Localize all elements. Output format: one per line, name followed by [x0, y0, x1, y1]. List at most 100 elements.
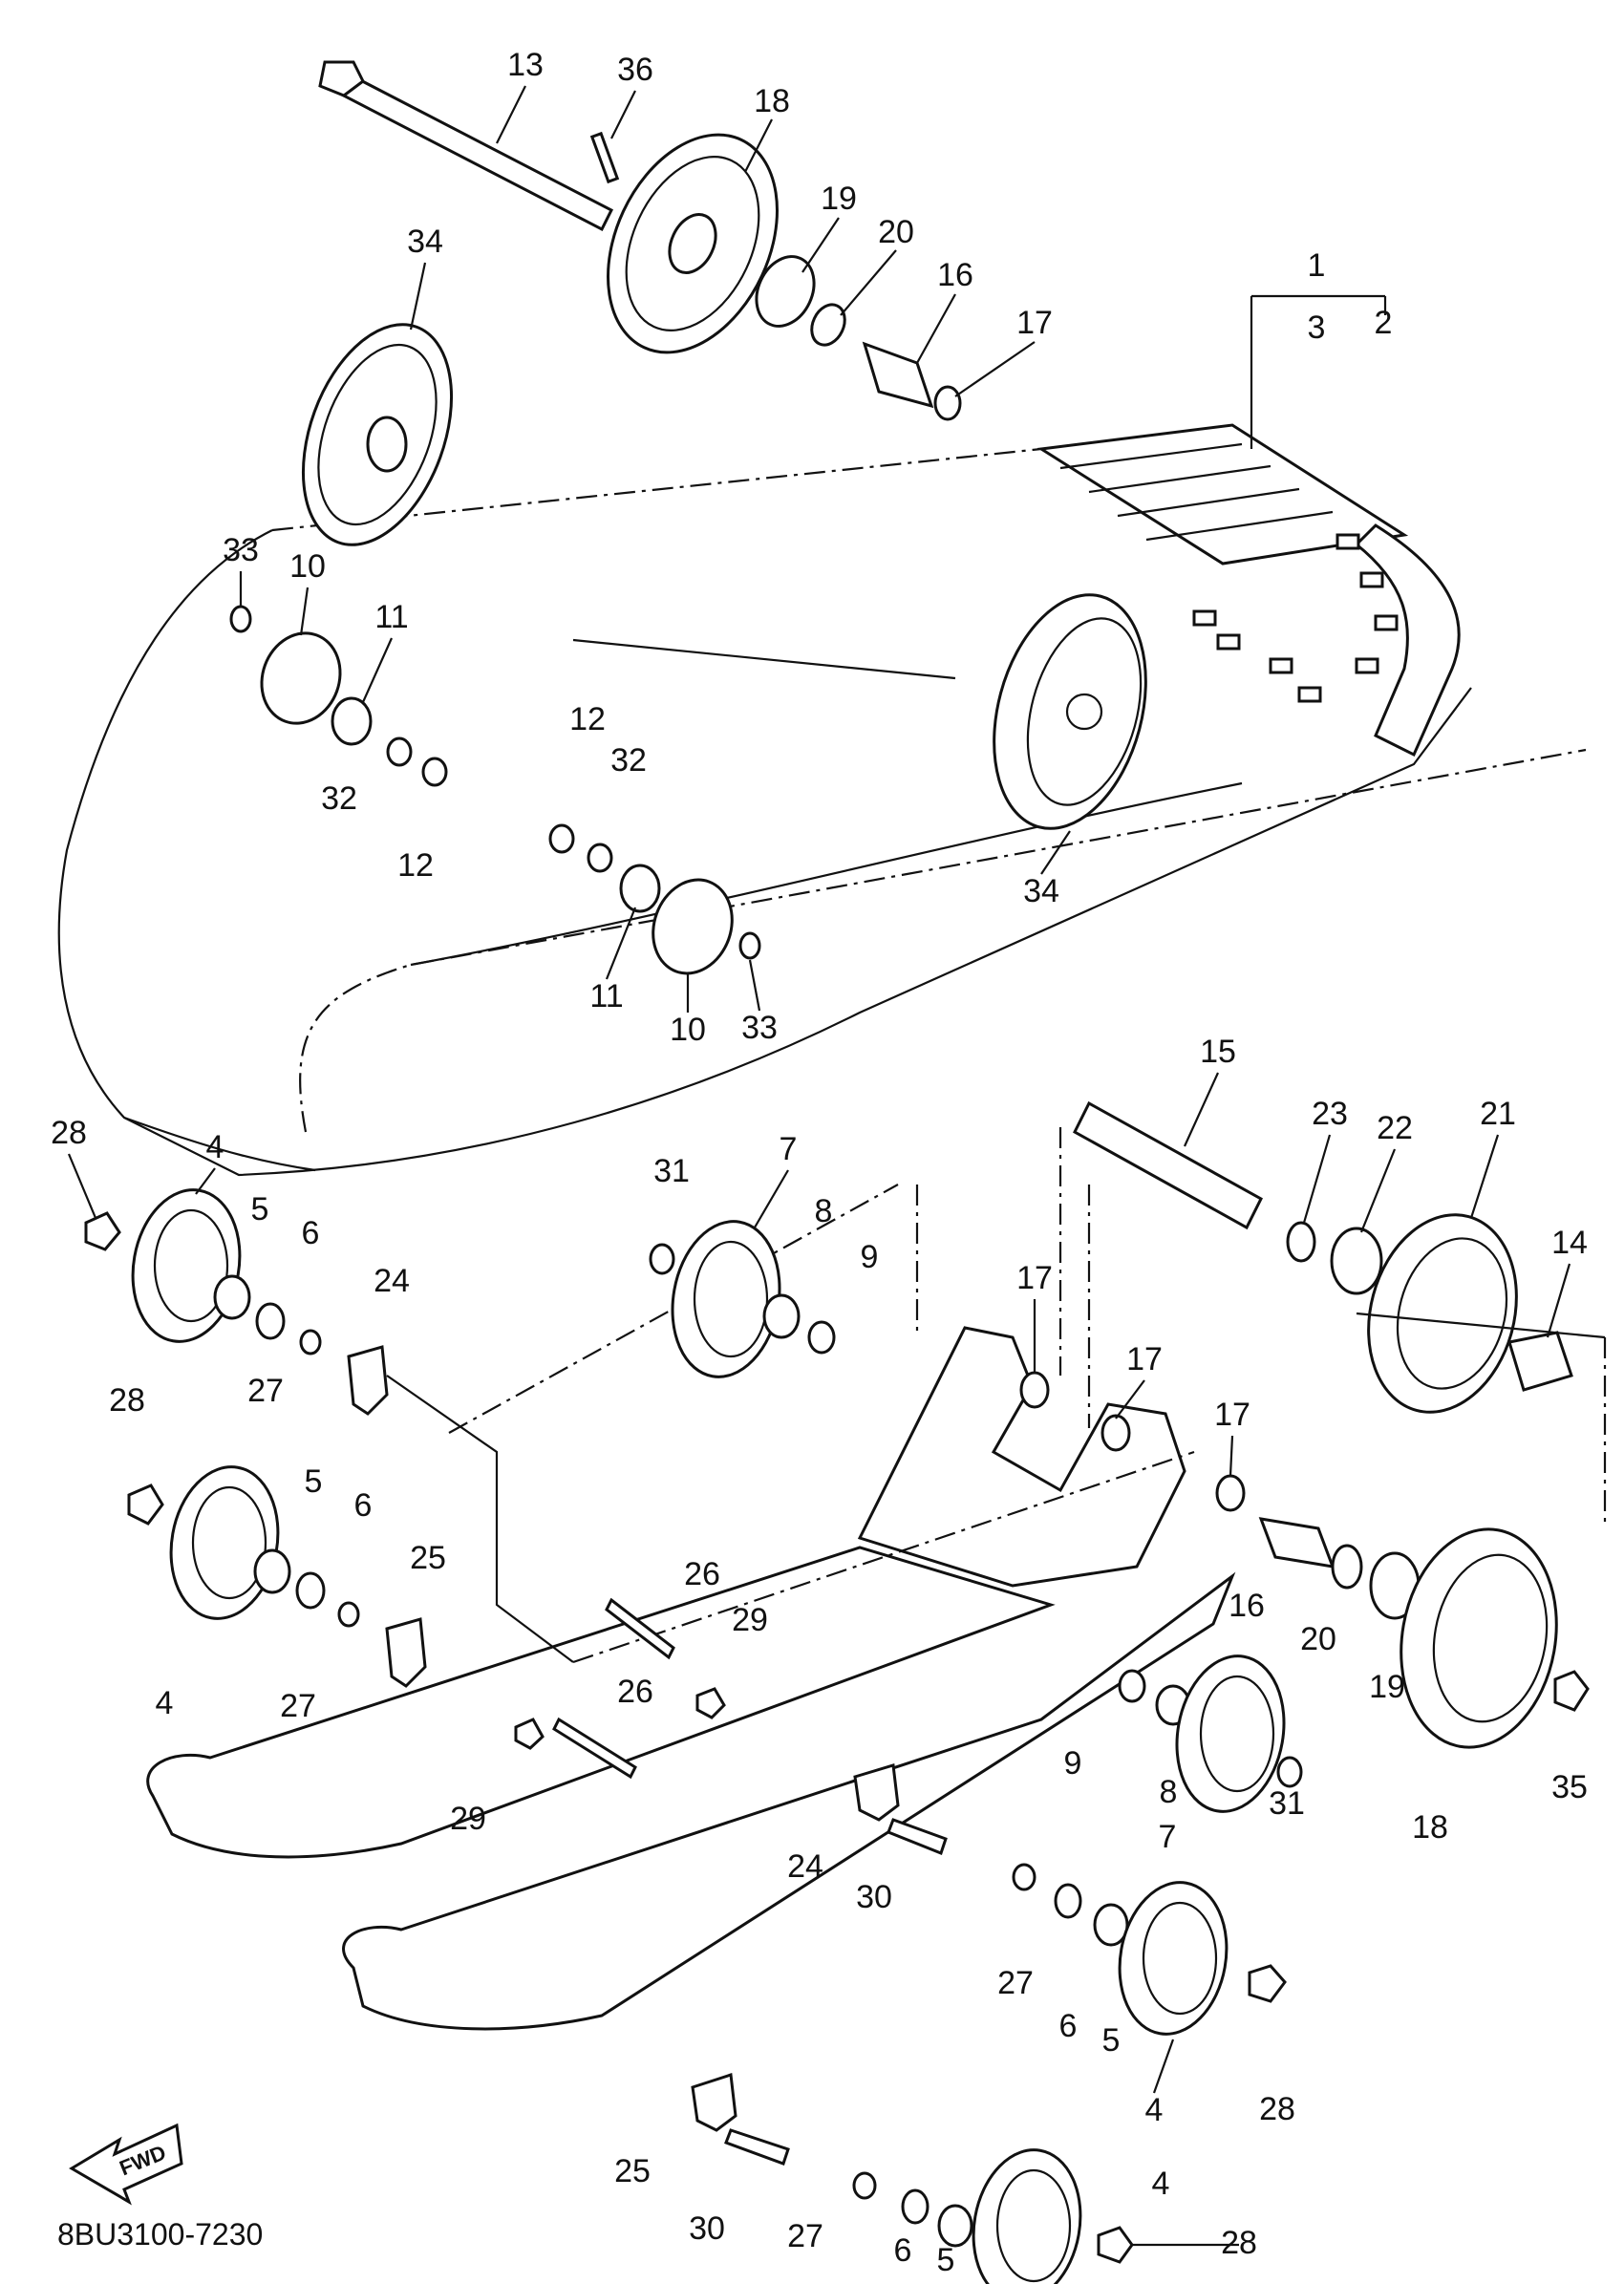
clip-23: [1286, 1221, 1316, 1263]
callout-15: 15: [1200, 1034, 1236, 1070]
callout-30: 30: [689, 2210, 725, 2247]
callout-24: 24: [374, 1263, 410, 1299]
wheel-7-b: [1175, 1654, 1286, 1813]
washer-27-a: [299, 1329, 322, 1355]
clip-6-c: [1054, 1883, 1082, 1919]
wheel-4-b: [169, 1465, 280, 1620]
seal-10-center: [652, 878, 734, 975]
clip-33-center: [738, 931, 761, 960]
rear-axle-13: [318, 60, 614, 232]
slide-rail-frame: [146, 1326, 1236, 2031]
washer-32-left: [386, 736, 413, 767]
callout-24: 24: [787, 1848, 823, 1885]
washer-27-d: [852, 2171, 877, 2200]
bolt-28-c: [1248, 1964, 1287, 2003]
bushing-5-a: [213, 1274, 251, 1320]
collar-16-lower: [1258, 1517, 1336, 1569]
callout-26: 26: [684, 1556, 720, 1592]
bushing-5-b: [253, 1548, 291, 1594]
callout-5: 5: [251, 1191, 269, 1227]
callout-7: 7: [1159, 1819, 1177, 1855]
callout-3: 3: [1308, 310, 1326, 346]
track-lugs: [1036, 423, 1461, 758]
bolt-26-b: [552, 1717, 637, 1780]
callout-8: 8: [1160, 1774, 1178, 1810]
clip-9-a: [807, 1320, 836, 1355]
callout-20: 20: [878, 214, 914, 250]
bearing-11-center: [619, 864, 661, 913]
callout-13: 13: [507, 47, 544, 83]
bolt-30-a: [887, 1818, 948, 1855]
callout-11: 11: [589, 978, 623, 1014]
wheel-7-a: [671, 1220, 781, 1378]
washer-17-upper: [933, 385, 962, 421]
bolt-28-a: [84, 1211, 121, 1251]
bolt-28-b: [127, 1484, 164, 1526]
callout-14: 14: [1551, 1225, 1588, 1261]
callout-20: 20: [1300, 1621, 1336, 1657]
callout-2: 2: [1375, 305, 1393, 341]
callout-1: 1: [1308, 247, 1326, 284]
callout-10: 10: [289, 548, 326, 585]
wheel-18-upper: [607, 133, 779, 354]
callout-17: 17: [1016, 1260, 1053, 1296]
callout-12: 12: [397, 847, 434, 884]
washer-32-center: [587, 843, 613, 873]
wheel-34-left: [301, 323, 454, 546]
callout-16: 16: [1229, 1588, 1265, 1624]
leader-lines: [67, 85, 1571, 2247]
fwd-arrow-icon: FWD: [69, 2123, 183, 2206]
nut-29-a: [695, 1687, 726, 1719]
callout-10: 10: [670, 1012, 706, 1048]
assembly-line-b: [386, 638, 1606, 1663]
clip-6-d: [901, 2188, 930, 2225]
axle-15: [1073, 1100, 1263, 1230]
washer-27-c: [1012, 1863, 1036, 1891]
bolt-30-b: [724, 2128, 790, 2166]
clip-31-a: [649, 1243, 675, 1275]
wheel-4-a: [131, 1188, 242, 1343]
seal-10-left: [260, 631, 342, 725]
callout-21: 21: [1480, 1096, 1516, 1132]
callout-6: 6: [894, 2232, 912, 2269]
callout-5: 5: [1102, 2022, 1121, 2059]
callout-4: 4: [1145, 2092, 1164, 2128]
callout-32: 32: [610, 742, 647, 779]
callout-5: 5: [937, 2242, 955, 2278]
callout-6: 6: [354, 1487, 373, 1524]
callout-27: 27: [247, 1373, 284, 1409]
callout-26: 26: [617, 1674, 653, 1710]
callout-27: 27: [997, 1965, 1034, 2001]
callout-34: 34: [1023, 873, 1059, 909]
callout-17: 17: [1016, 305, 1053, 341]
clip-6-a: [255, 1302, 286, 1340]
collar-14: [1507, 1331, 1573, 1392]
callout-5: 5: [305, 1463, 323, 1500]
callout-18: 18: [1412, 1809, 1448, 1846]
wheel-4-d: [972, 2148, 1082, 2284]
callout-4: 4: [206, 1129, 224, 1165]
clip-9-b: [1118, 1669, 1146, 1703]
collar-16-upper: [862, 341, 934, 409]
callout-29: 29: [450, 1801, 486, 1837]
callout-28: 28: [1221, 2225, 1257, 2261]
nut-35: [1553, 1670, 1590, 1712]
clip-12-center: [548, 823, 575, 854]
nut-29-b: [514, 1718, 545, 1750]
callout-27: 27: [280, 1688, 316, 1724]
callout-28: 28: [51, 1115, 87, 1151]
callout-28: 28: [1259, 2091, 1295, 2127]
callout-16: 16: [937, 257, 973, 293]
assembly-line-a: [915, 1127, 1607, 1528]
pin-36: [589, 131, 620, 184]
washer-17-d: [1215, 1474, 1246, 1512]
callout-11: 11: [374, 599, 408, 635]
callout-19: 19: [821, 181, 857, 217]
callout-33: 33: [741, 1010, 778, 1046]
clip-12-left: [421, 757, 448, 787]
callout-9: 9: [861, 1239, 879, 1275]
bushing-5-d: [937, 2204, 973, 2248]
washer-17-c: [1100, 1414, 1131, 1452]
